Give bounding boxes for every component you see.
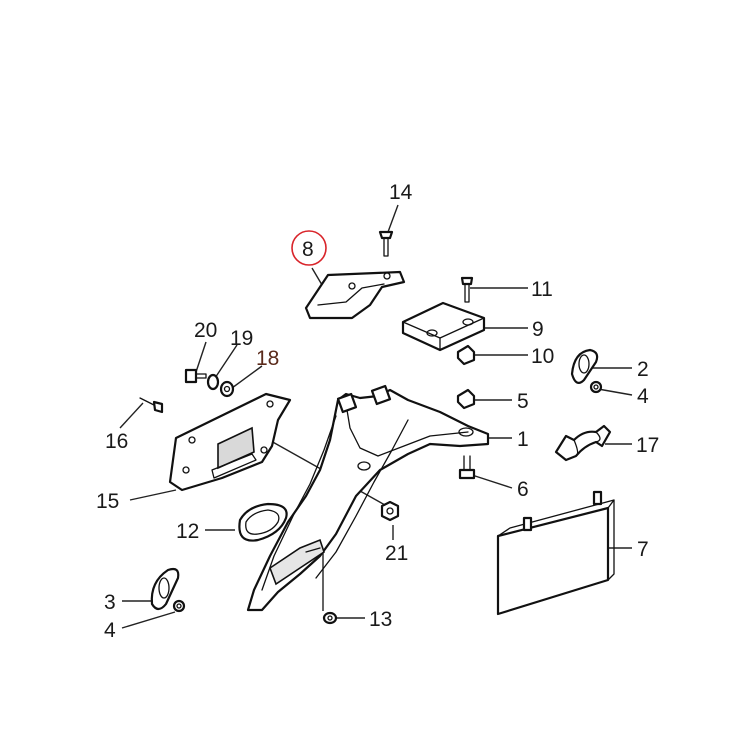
panel-7-icon	[496, 490, 615, 616]
washer-4b-icon	[172, 599, 186, 613]
clamp-17-icon	[554, 424, 612, 462]
screw-6-icon	[458, 455, 476, 480]
label-4-lower: 4	[104, 619, 116, 642]
label-5: 5	[517, 390, 529, 413]
label-10: 10	[531, 345, 554, 368]
nut-18-icon	[219, 380, 235, 398]
washer-19-icon	[206, 373, 220, 391]
clip-nut-5-icon	[456, 388, 476, 410]
label-14: 14	[389, 181, 413, 204]
nut-21-icon	[380, 500, 400, 522]
label-13: 13	[369, 608, 392, 631]
rubber-mount-3-icon	[150, 567, 180, 611]
rear-frame-1-icon	[246, 384, 490, 612]
label-18: 18	[256, 347, 279, 370]
label-3: 3	[104, 591, 116, 614]
label-17: 17	[636, 434, 659, 457]
screw-14-icon	[378, 230, 394, 257]
bracket-8-icon	[304, 270, 406, 320]
plate-holder-15-icon	[168, 392, 292, 492]
label-9: 9	[532, 318, 544, 341]
label-16: 16	[105, 430, 128, 453]
label-7: 7	[637, 538, 649, 561]
screw-11-icon	[460, 276, 474, 303]
label-20: 20	[194, 319, 217, 342]
label-11: 11	[531, 278, 553, 301]
label-19: 19	[230, 327, 253, 350]
reflector-12-icon	[238, 502, 288, 542]
clip-nut-10-icon	[456, 344, 476, 366]
label-2: 2	[637, 358, 649, 381]
callout-labels: 14 8 11 9 10 2 4 20 19 18 5 1 17 16 6 15…	[96, 181, 659, 642]
label-21: 21	[385, 542, 408, 565]
plate-9-icon	[401, 301, 486, 352]
label-8: 8	[302, 238, 314, 261]
nut-13-icon	[322, 611, 338, 625]
screw-20-icon	[184, 368, 207, 384]
label-4-upper: 4	[637, 385, 649, 408]
highlight-circle	[291, 230, 327, 266]
washer-4-icon	[589, 380, 603, 394]
label-15: 15	[96, 490, 119, 513]
rubber-mount-2-icon	[570, 348, 599, 384]
rivet-16-icon	[139, 397, 164, 414]
label-12: 12	[176, 520, 199, 543]
label-6: 6	[517, 478, 529, 501]
label-1: 1	[517, 428, 529, 451]
